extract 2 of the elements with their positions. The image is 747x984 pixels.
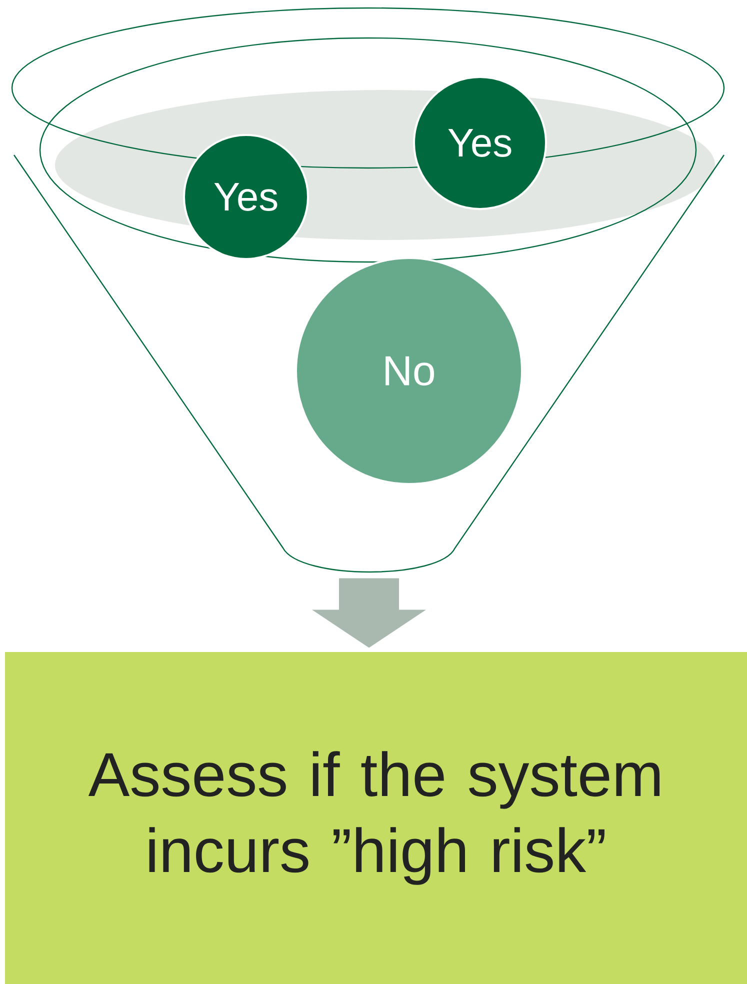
result-box: Assess if the system incurs ”high risk” [5, 652, 747, 984]
block-arrow [312, 578, 426, 648]
